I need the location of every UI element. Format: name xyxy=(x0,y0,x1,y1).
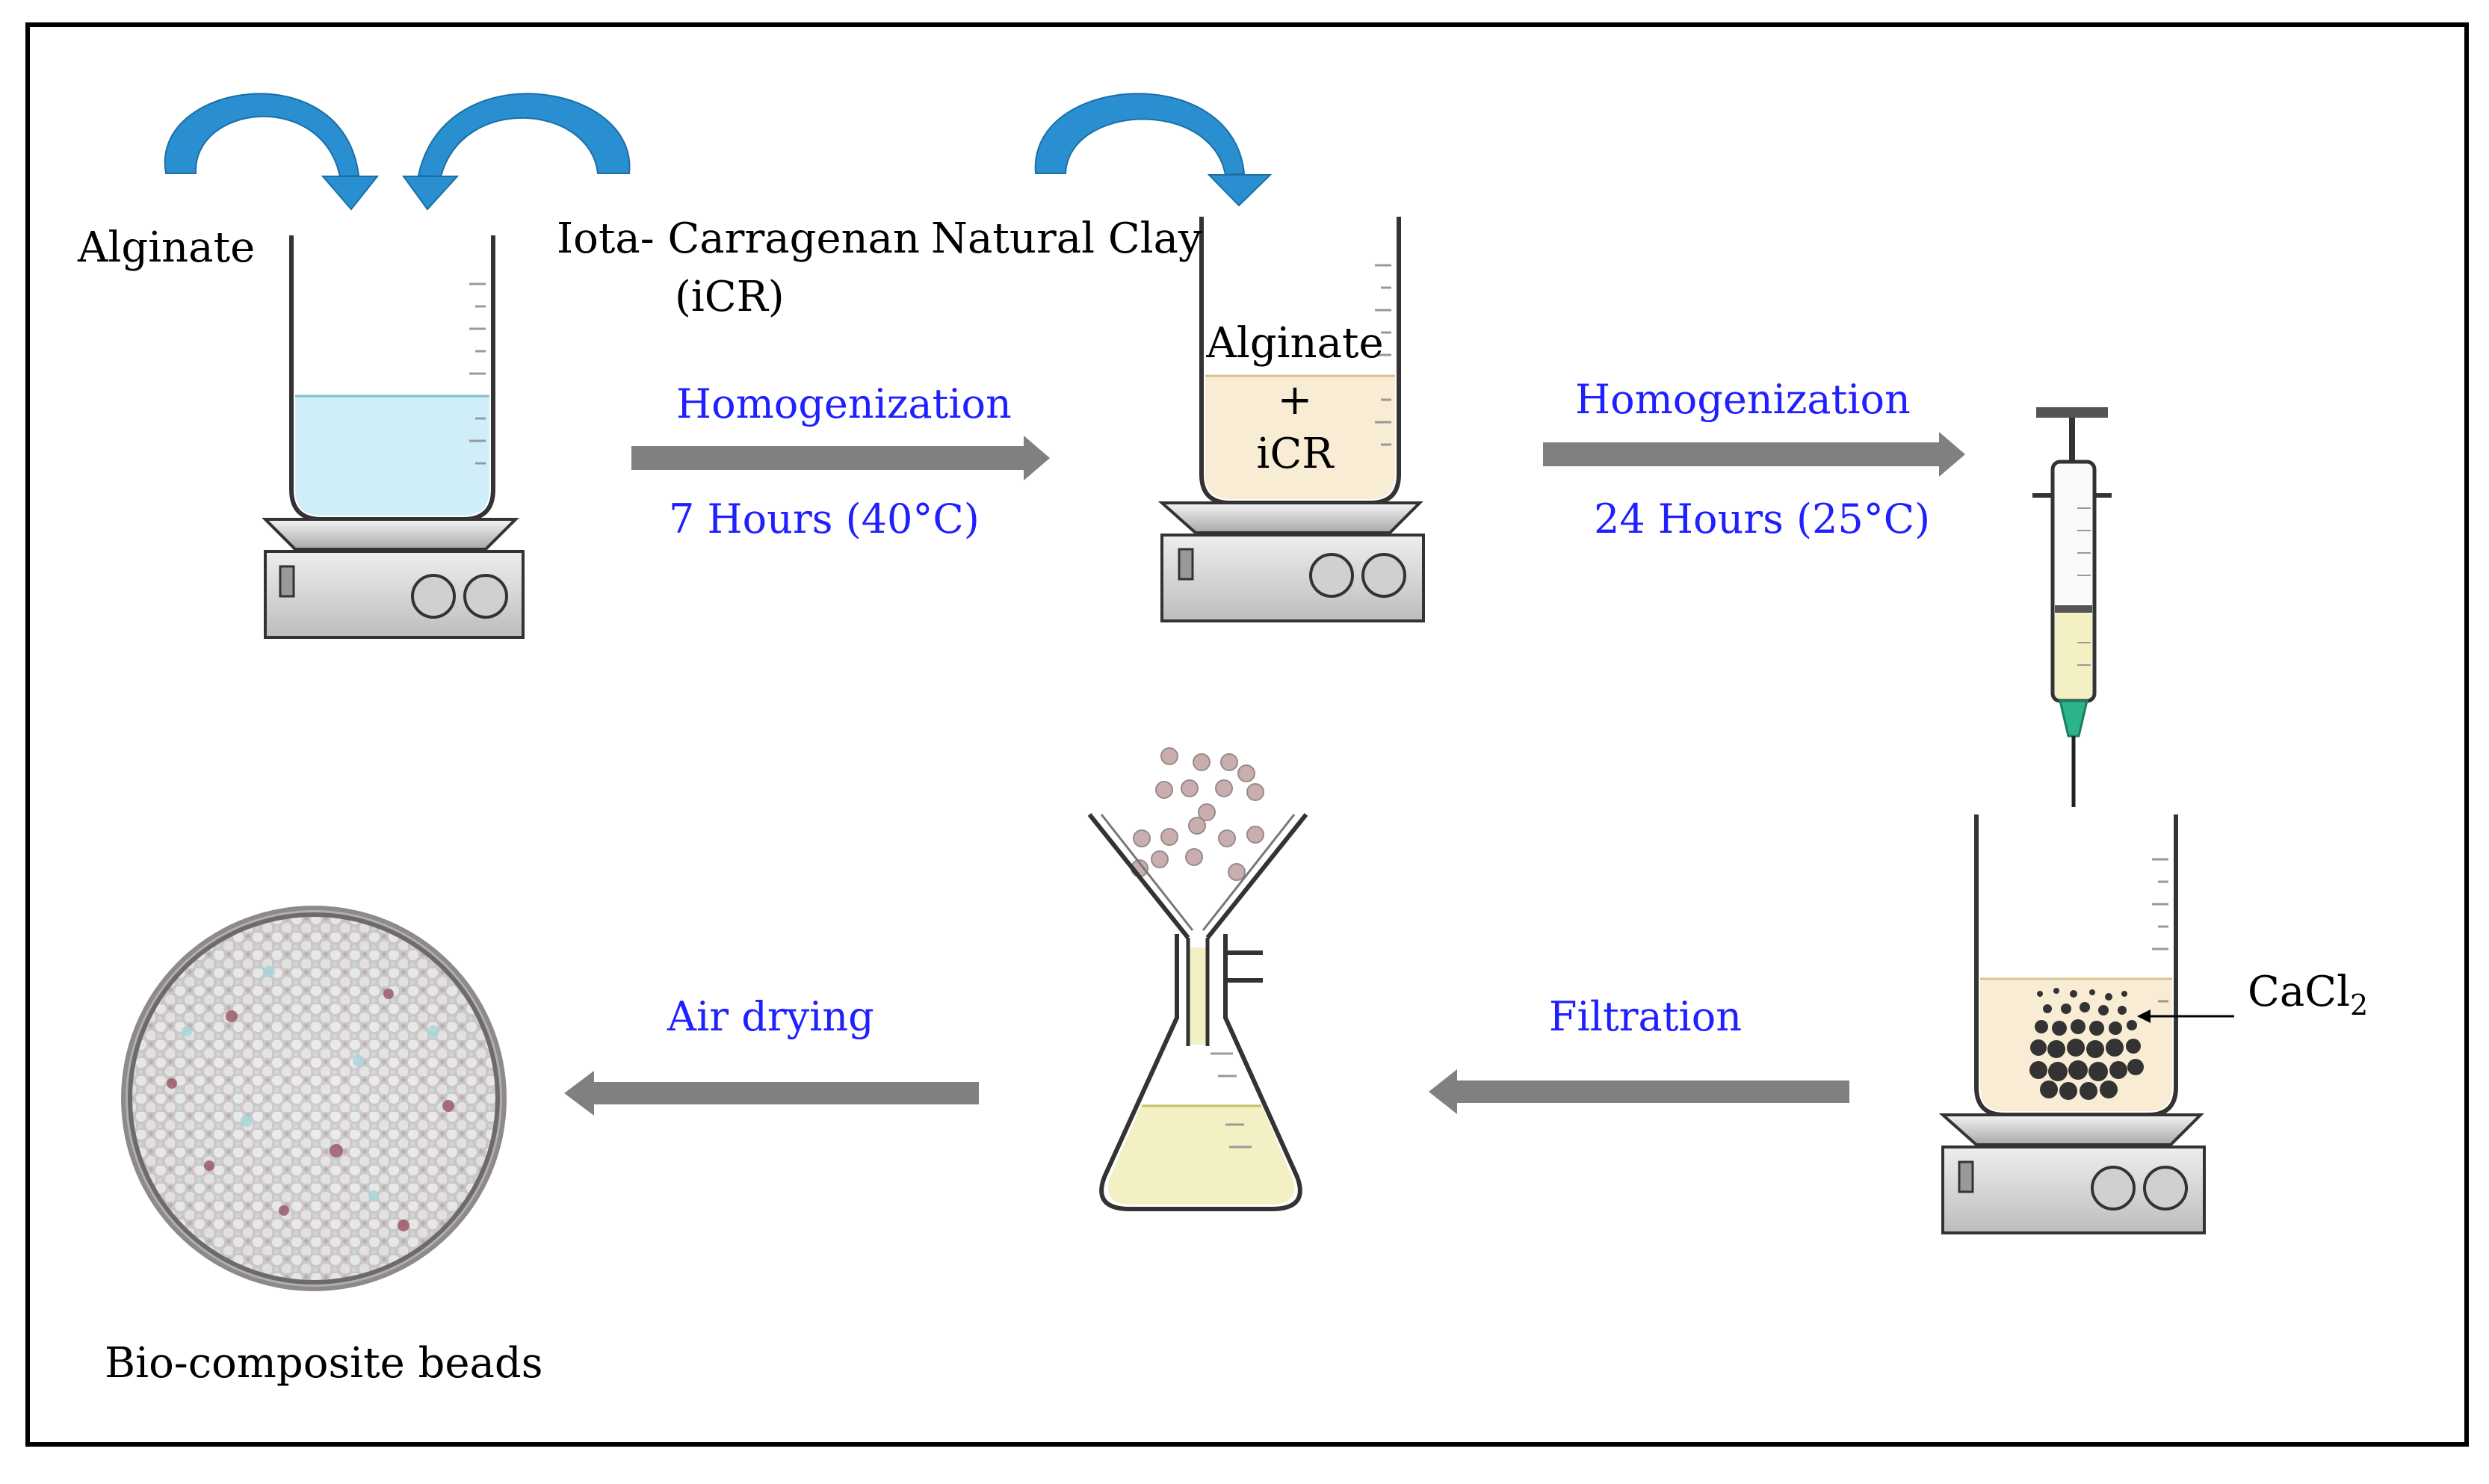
process-arrow-1 xyxy=(631,436,1050,480)
label-cacl2: CaCl2 xyxy=(2248,968,2369,1021)
step3-label: Filtration xyxy=(1549,993,1742,1040)
process-arrow-4 xyxy=(564,1071,979,1116)
label-alginate: Alginate xyxy=(78,223,256,272)
process-arrow-3 xyxy=(1429,1069,1849,1114)
gel-beads-forming xyxy=(2029,988,2144,1100)
label-bio-composite-beads: Bio-composite beads xyxy=(105,1339,543,1388)
label-natural-clay: Natural Clay xyxy=(931,214,1202,263)
falling-beads xyxy=(1131,747,1264,881)
stirrer-2 xyxy=(1157,501,1425,622)
cacl2-pointer-arrow xyxy=(2137,1010,2234,1023)
step2-label: Homogenization xyxy=(1575,376,1911,423)
process-arrow-2 xyxy=(1543,432,1965,477)
curved-arrow-iota-carrageenan xyxy=(402,93,631,211)
step4-label: Air drying xyxy=(667,993,874,1040)
beaker-label-alginate: Alginate xyxy=(1206,319,1384,368)
filtration-setup xyxy=(1087,747,1308,1211)
step1-label: Homogenization xyxy=(676,380,1012,427)
step1-condition: 7 Hours (40°C) xyxy=(669,495,980,542)
beaker-label-icr: iCR xyxy=(1256,430,1334,478)
bio-composite-beads-image xyxy=(121,906,507,1291)
beaker-label-plus: + xyxy=(1277,376,1313,424)
curved-arrow-alginate xyxy=(164,93,380,211)
stirrer-3 xyxy=(1938,1113,2206,1234)
beaker-mixture xyxy=(1199,217,1401,505)
syringe xyxy=(2032,407,2112,807)
beaker-cacl2 xyxy=(1974,814,2178,1117)
beaker-alginate-icr xyxy=(289,235,495,522)
stirrer-1 xyxy=(262,518,525,639)
label-icr: (iCR) xyxy=(675,273,785,321)
curved-arrow-natural-clay xyxy=(1034,93,1273,207)
label-iota-carrageenan: Iota- Carragenan xyxy=(557,214,921,263)
step2-condition: 24 Hours (25°C) xyxy=(1594,495,1931,542)
